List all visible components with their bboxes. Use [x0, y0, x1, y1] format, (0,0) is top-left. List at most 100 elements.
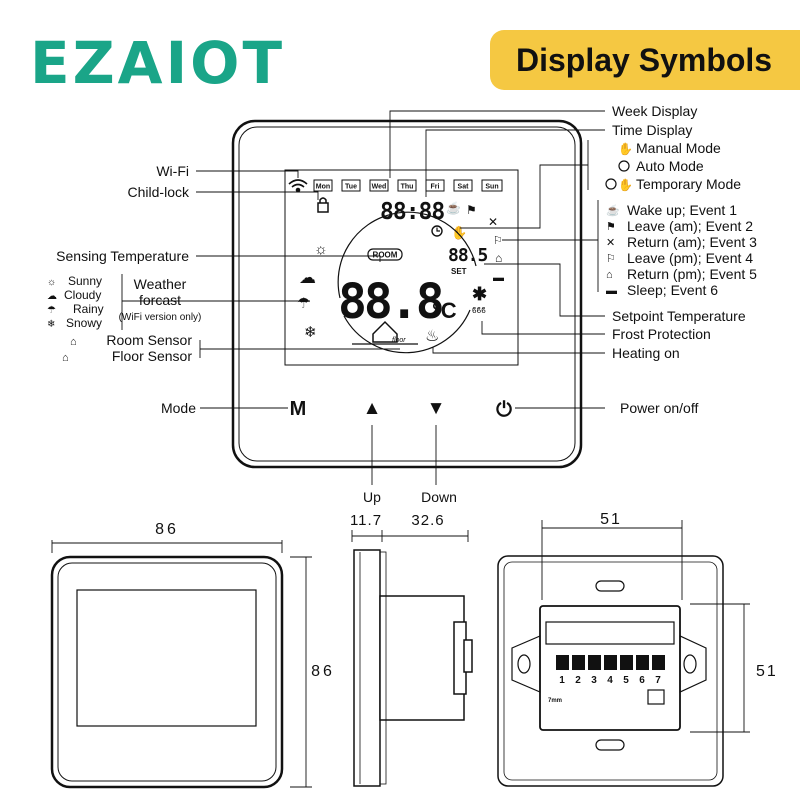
title-banner: Display Symbols [490, 30, 800, 90]
legend-leave-am-icon: ⚑ [606, 221, 616, 233]
lcd-floor-tag: floor [392, 337, 406, 344]
label-auto-mode: Auto Mode [636, 158, 704, 174]
day-fri: Fri [431, 184, 440, 191]
wifi-icon [288, 179, 308, 193]
leave-pm-icon: ⚐ [493, 235, 503, 247]
label-wifi: Wi-Fi [156, 163, 189, 179]
label-down: Down [421, 489, 457, 505]
mounting-holes [511, 580, 707, 751]
lcd-unit: °C [432, 298, 457, 323]
label-return-pm: Return (pm); Event 5 [627, 266, 757, 282]
terminal-blocks [556, 655, 665, 670]
label-room-sensor: Room Sensor [106, 332, 192, 348]
legend-leave-pm-icon: ⚐ [606, 253, 616, 265]
cloudy-icon: ☁ [299, 268, 316, 287]
label-time-display: Time Display [612, 122, 692, 138]
side-view [353, 549, 473, 787]
label-heating-on: Heating on [612, 345, 680, 361]
legend-floor-sensor-icon: ⌂ [62, 352, 69, 364]
label-manual-mode: Manual Mode [636, 140, 721, 156]
lcd-main-temp: 88.8 [338, 274, 442, 330]
down-button[interactable]: ▼ [427, 398, 446, 419]
back-view-inner [503, 561, 718, 781]
up-button[interactable]: ▲ [363, 398, 382, 419]
legend-snowy-icon: ❄ [47, 319, 55, 330]
label-wake-up: Wake up; Event 1 [627, 202, 737, 218]
return-am-icon: ✕ [488, 215, 498, 229]
label-child-lock: Child-lock [128, 184, 190, 200]
label-weather-title-1: Weather [134, 276, 187, 292]
lcd-set-temp: 88.5 [448, 245, 488, 266]
label-temporary-mode: Temporary Mode [636, 176, 741, 192]
front-view-dimensions [51, 540, 312, 788]
terminal-2: 2 [575, 675, 581, 686]
return-pm-icon: ⌂ [495, 251, 502, 265]
label-leave-am: Leave (am); Event 2 [627, 218, 753, 234]
dim-back-width: 51 [600, 511, 622, 528]
terminal-tag: 7mm [548, 698, 562, 704]
terminal-4: 4 [607, 675, 613, 686]
terminal-7: 7 [655, 675, 661, 686]
label-leave-pm: Leave (pm); Event 4 [627, 250, 753, 266]
dim-back-height: 51 [756, 663, 778, 680]
legend-rainy-icon: ☂ [47, 305, 56, 316]
front-view-screen [76, 589, 257, 727]
back-view-outer [497, 555, 724, 787]
label-sleep: Sleep; Event 6 [627, 282, 718, 298]
temporary-mode-clock-icon [605, 178, 617, 190]
power-button[interactable]: ⏻ [496, 399, 512, 421]
label-weather-note: (WiFi version only) [119, 312, 202, 323]
legend-room-sensor-icon: ⌂ [70, 336, 77, 348]
terminal-1: 1 [559, 675, 565, 686]
label-frost-protection: Frost Protection [612, 326, 711, 342]
snowy-icon: ❄ [304, 324, 317, 341]
terminal-6: 6 [639, 675, 645, 686]
label-week-display: Week Display [612, 103, 697, 119]
legend-wake-up-icon: ☕ [606, 203, 620, 217]
day-tue: Tue [345, 184, 357, 191]
dim-front-width: 86 [155, 521, 179, 538]
dim-side-a: 11.7 [350, 512, 382, 529]
rainy-icon: ☂ [297, 295, 310, 312]
legend-sunny-icon: ☼ [47, 277, 56, 288]
lcd-house-icon [372, 320, 398, 343]
flame-icon: ♨ [425, 328, 439, 345]
terminal-numbers: 1 2 3 4 5 6 7 [559, 675, 661, 686]
label-floor-sensor: Floor Sensor [112, 348, 192, 364]
day-mon: Mon [316, 184, 330, 191]
label-snowy: Snowy [66, 316, 102, 330]
manual-mode-icon: ✋ [618, 142, 633, 156]
front-view-inner [57, 562, 277, 782]
sleep-icon: ▬ [493, 272, 504, 284]
day-wed: Wed [372, 184, 387, 191]
auto-mode-icon [618, 160, 630, 172]
day-sun: Sun [485, 184, 498, 191]
label-up: Up [363, 489, 381, 505]
label-mode: Mode [161, 400, 196, 416]
lcd-arc [337, 211, 477, 299]
clock-icon [431, 225, 443, 237]
front-view-outer [50, 555, 284, 789]
label-power: Power on/off [620, 400, 698, 416]
dim-side-b: 32.6 [411, 512, 444, 529]
terminal-3: 3 [591, 675, 597, 686]
banner-title: Display Symbols [516, 42, 773, 78]
side-view-dimensions [351, 530, 469, 542]
label-sensing-temperature: Sensing Temperature [56, 248, 189, 264]
brand-logo: EZAIOT [30, 29, 286, 97]
label-sunny: Sunny [68, 274, 102, 288]
lcd-set-label: SET [451, 267, 467, 276]
sunny-icon: ☼ [314, 241, 328, 258]
label-setpoint-temperature: Setpoint Temperature [612, 308, 746, 324]
mode-button[interactable]: M [290, 398, 307, 420]
leave-am-icon: ⚑ [466, 203, 477, 217]
dim-front-height: 86 [311, 663, 335, 680]
lcd-area [284, 169, 519, 366]
legend-return-pm-icon: ⌂ [606, 269, 613, 281]
label-cloudy: Cloudy [64, 288, 101, 302]
thermostat-front-outer [231, 119, 583, 469]
day-thu: Thu [401, 184, 414, 191]
back-connector [647, 689, 665, 705]
day-sat: Sat [458, 184, 470, 191]
